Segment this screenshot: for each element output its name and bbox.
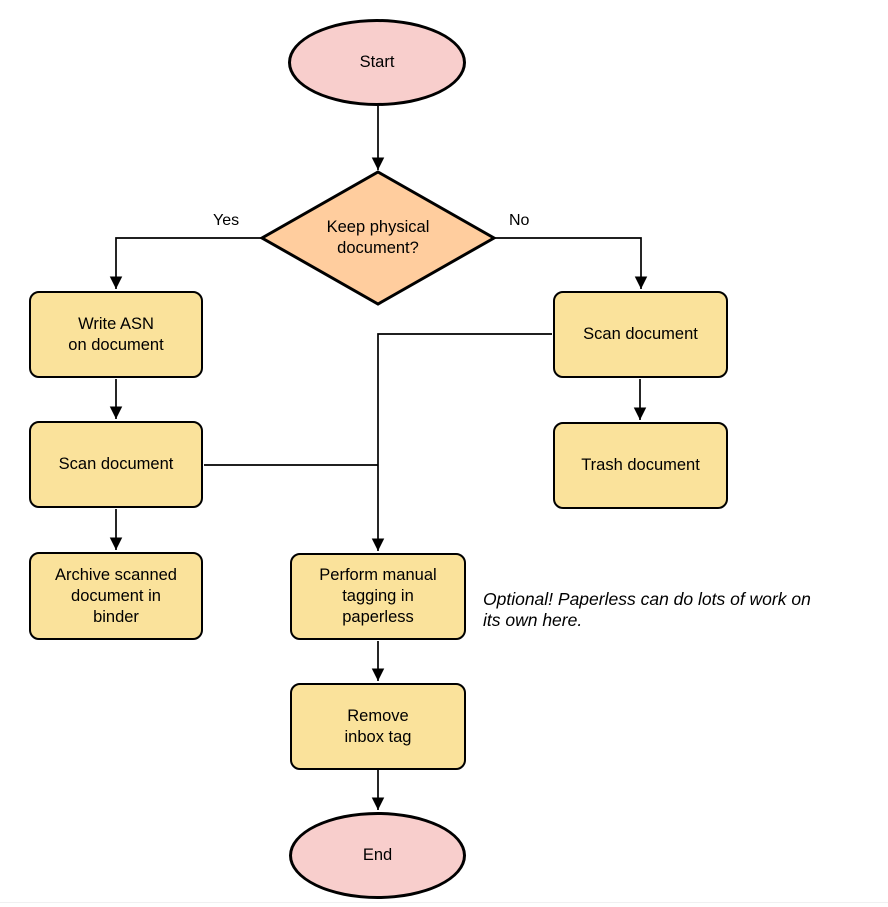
node-remove-inbox-tag: Remove inbox tag — [290, 683, 466, 770]
node-archive-scanned-document: Archive scanned document in binder — [29, 552, 203, 640]
node-write-asn-line1: Write ASN — [78, 314, 154, 333]
node-decision-keep-physical-document: Keep physical document? — [280, 204, 476, 272]
node-decision-line1: Keep physical — [326, 218, 430, 236]
node-tagging-line2: tagging in — [342, 587, 414, 605]
node-start-label: Start — [359, 53, 395, 71]
edge-label-no: No — [507, 212, 532, 229]
node-start: Start — [288, 19, 466, 106]
node-write-asn-on-document: Write ASN on document — [29, 291, 203, 378]
edge-label-yes: Yes — [211, 212, 242, 229]
node-tagging-line1: Perform manual — [319, 566, 437, 584]
node-archive-line3: binder — [93, 607, 139, 626]
edge-scanright-to-tagging — [371, 333, 552, 551]
node-trash-label: Trash document — [581, 456, 700, 474]
node-end-label: End — [362, 846, 393, 864]
node-archive-line2: document in — [71, 586, 161, 605]
node-end: End — [289, 812, 466, 899]
node-scan-document-left: Scan document — [29, 421, 203, 508]
node-scan-left-label: Scan document — [58, 455, 174, 473]
edge-decision-no — [494, 237, 648, 289]
node-remove-line1: Remove — [347, 706, 409, 725]
node-decision-line2: document? — [337, 239, 419, 257]
node-tagging-line3: paperless — [342, 608, 414, 626]
node-scan-right-label: Scan document — [583, 325, 698, 343]
node-scan-document-right: Scan document — [553, 291, 728, 378]
annotation-line2: its own here. — [483, 610, 583, 630]
annotation-line1: Optional! Paperless can do lots of work … — [483, 589, 811, 609]
edge-decision-yes — [109, 237, 262, 289]
page-bottom-divider — [0, 902, 888, 903]
node-perform-manual-tagging: Perform manual tagging in paperless — [290, 553, 466, 640]
node-trash-document: Trash document — [553, 422, 728, 509]
node-archive-line1: Archive scanned — [55, 565, 177, 584]
annotation-optional-paperless: Optional! Paperless can do lots of work … — [483, 589, 888, 631]
node-write-asn-line2: on document — [68, 335, 164, 354]
decision-diamond-shape — [258, 170, 498, 306]
node-remove-line2: inbox tag — [344, 727, 412, 746]
